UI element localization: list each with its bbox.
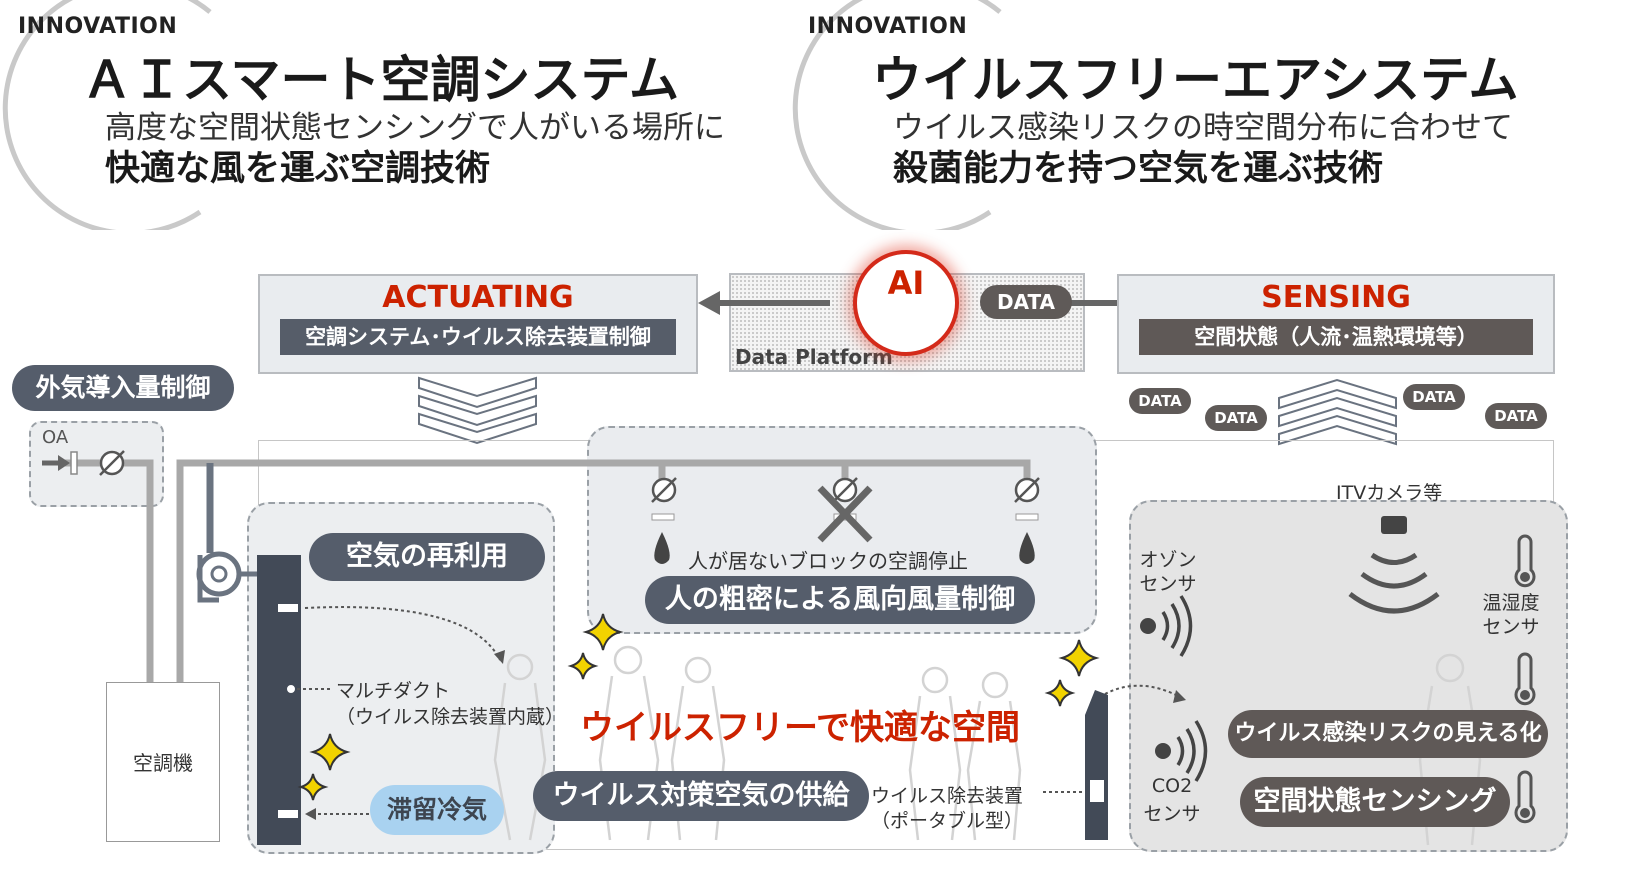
actuating-down-chevrons bbox=[418, 376, 537, 445]
innovation-label-right: INNOVATION bbox=[808, 14, 968, 39]
subtitle-right-line1: ウイルス感染リスクの時空間分布に合わせて bbox=[893, 110, 1513, 146]
subtitle-left-line1: 高度な空間状態センシングで人がいる場所に bbox=[105, 110, 725, 146]
ac-unit-label: 空調機 bbox=[133, 751, 193, 775]
block-stop-label: 人が居ないブロックの空調停止 bbox=[688, 549, 968, 573]
data-tag: DATA bbox=[1129, 388, 1191, 414]
space-sensing-pill: 空間状態センシング bbox=[1240, 777, 1510, 827]
ai-circle: AI bbox=[853, 250, 959, 356]
sensing-title: SENSING bbox=[1261, 280, 1411, 315]
ozone-sensor-label: オゾン bbox=[1139, 549, 1197, 571]
multiduct-sub-label: （ウイルス除去装置内蔵） bbox=[336, 706, 565, 728]
multiduct-label: マルチダクト bbox=[336, 680, 451, 702]
co2-sensor-label: CO2 bbox=[1151, 775, 1193, 797]
stagnant-cold-air-pill: 滞留冷気 bbox=[370, 785, 504, 835]
data-tag: DATA bbox=[1485, 403, 1547, 429]
actuating-bar: 空調システム･ウイルス除去装置制御 bbox=[280, 319, 676, 355]
sensing-up-chevrons bbox=[1278, 378, 1397, 446]
data-platform-label: Data Platform bbox=[735, 345, 893, 369]
data-tag: DATA bbox=[1403, 384, 1465, 410]
title-ai-smart-hvac: ＡＩスマート空調システム bbox=[82, 51, 679, 109]
outdoor-air-control-pill: 外気導入量制御 bbox=[12, 365, 234, 411]
actuating-title: ACTUATING bbox=[382, 280, 574, 315]
actuating-panel: ACTUATING 空調システム･ウイルス除去装置制御 bbox=[258, 274, 698, 374]
header-arcs bbox=[2, 0, 1002, 230]
air-reuse-pill: 空気の再利用 bbox=[309, 533, 545, 581]
risk-visualization-pill: ウイルス感染リスクの見える化 bbox=[1228, 710, 1548, 758]
density-control-pill: 人の粗密による風向風量制御 bbox=[645, 576, 1035, 624]
innovation-label-left: INNOVATION bbox=[18, 14, 178, 39]
virus-free-space-label: ウイルスフリーで快適な空間 bbox=[580, 708, 1020, 748]
virus-air-supply-pill: ウイルス対策空気の供給 bbox=[533, 771, 869, 821]
data-tag: DATA bbox=[1205, 405, 1267, 431]
camera-label: ITVカメラ等 bbox=[1336, 482, 1443, 504]
oa-label: OA bbox=[42, 427, 69, 448]
ai-label: AI bbox=[887, 264, 925, 302]
co2-sensor-sub-label: センサ bbox=[1143, 803, 1201, 825]
sensing-bar: 空間状態（人流･温熱環境等） bbox=[1139, 319, 1533, 355]
title-virus-free-air: ウイルスフリーエアシステム bbox=[872, 51, 1519, 109]
portable-device-label: ウイルス除去装置 bbox=[871, 785, 1024, 807]
subtitle-right-line2: 殺菌能力を持つ空気を運ぶ技術 bbox=[893, 149, 1384, 189]
portable-device-sub-label: （ポータブル型） bbox=[871, 810, 1024, 832]
platform-data-pill: DATA bbox=[980, 285, 1072, 319]
humidity-sensor-sub-label: センサ bbox=[1482, 616, 1540, 638]
subtitle-left-line2: 快適な風を運ぶ空調技術 bbox=[105, 149, 491, 189]
sensing-panel: SENSING 空間状態（人流･温熱環境等） bbox=[1117, 274, 1555, 374]
ozone-sensor-sub-label: センサ bbox=[1139, 573, 1197, 595]
humidity-sensor-label: 温湿度 bbox=[1482, 592, 1540, 614]
air-conditioner-unit: 空調機 bbox=[106, 682, 220, 842]
